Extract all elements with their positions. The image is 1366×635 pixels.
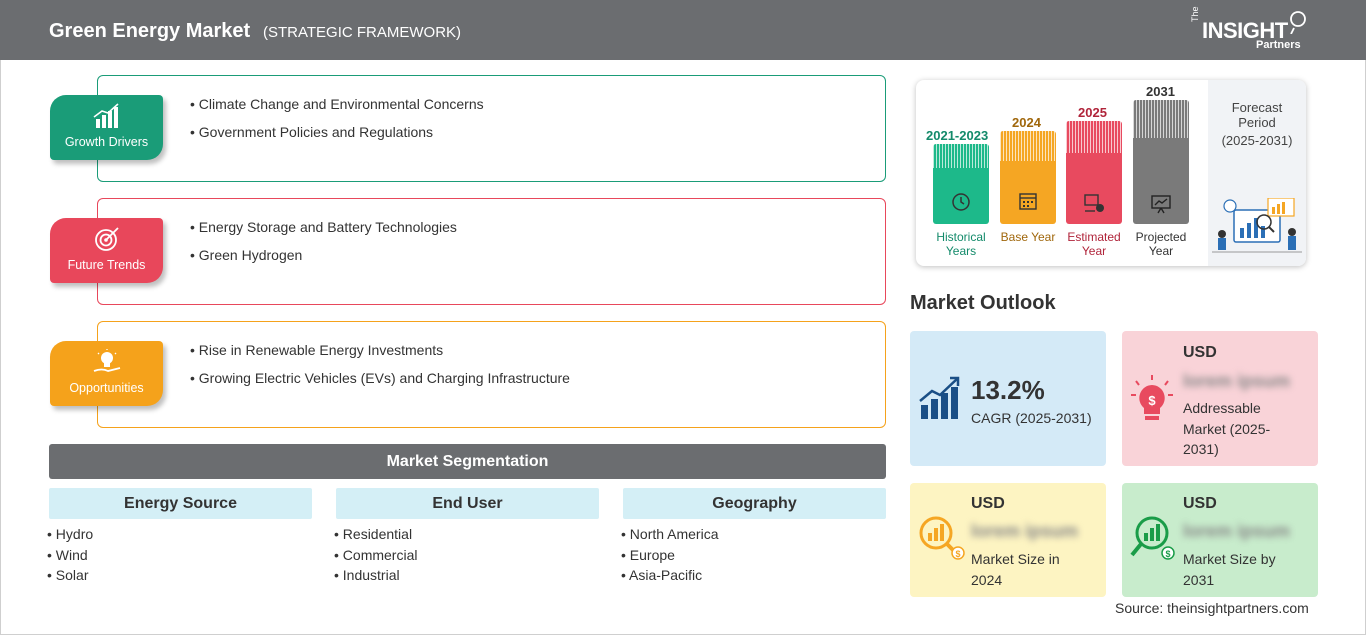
- analytics-illustration-icon: [1212, 198, 1302, 253]
- timeline-caption: Projected Year: [1135, 230, 1187, 258]
- company-logo: The INSIGHT Partners: [1190, 6, 1310, 54]
- cagr-label: CAGR (2025-2031): [971, 410, 1092, 426]
- market-size-2024-card: $ USD lorem ipsum Market Size in 2024: [910, 483, 1106, 597]
- svg-text:$: $: [1165, 549, 1170, 559]
- list-item: • Europe: [621, 546, 675, 563]
- size-2024-label: Market Size in 2024: [971, 551, 1060, 588]
- timeline-year: 2025: [1078, 105, 1107, 120]
- list-item: • Energy Storage and Battery Technologie…: [190, 219, 457, 235]
- history-clock-icon: [952, 193, 970, 211]
- list-item: • Green Hydrogen: [190, 247, 303, 263]
- page-subtitle: (STRATEGIC FRAMEWORK): [263, 24, 462, 41]
- list-item: • Commercial: [334, 546, 418, 563]
- forecast-period-panel: Forecast Period (2025-2031): [1208, 80, 1306, 266]
- logo-the-text: The: [1190, 6, 1200, 22]
- list-item: • Solar: [47, 567, 89, 583]
- presentation-icon: [1151, 195, 1171, 214]
- addressable-label: Addressable Market (2025-2031): [1183, 400, 1271, 457]
- list-item: • Asia-Pacific: [621, 567, 703, 583]
- header-bar: Green Energy Market (STRATEGIC FRAMEWORK…: [0, 0, 1366, 60]
- addressable-value: lorem ipsum: [1183, 371, 1291, 391]
- timeline-bar: [1066, 121, 1122, 224]
- market-size-magnifier-icon: $: [1130, 516, 1175, 560]
- estimate-icon: [1084, 194, 1104, 212]
- timeline-caption: Historical Years: [936, 230, 986, 258]
- list-item: • North America: [621, 526, 719, 542]
- calendar-icon: [1019, 193, 1037, 210]
- future-trends-panel: • Energy Storage and Battery Technologie…: [97, 198, 886, 305]
- lightbulb-dollar-icon: $: [1131, 375, 1173, 420]
- target-icon: [95, 227, 119, 251]
- list-item: • Hydro: [47, 526, 94, 542]
- opportunities-panel: • Rise in Renewable Energy Investments •…: [97, 321, 886, 428]
- size-2024-usd: USD: [971, 495, 1005, 512]
- list-item: • Growing Electric Vehicles (EVs) and Ch…: [190, 370, 570, 386]
- forecast-timeline-card: 2021-2023 Historical Years 2024 Base Yea…: [916, 80, 1306, 266]
- timeline-caption: Base Year: [1000, 230, 1056, 244]
- growth-drivers-badge: Growth Drivers: [50, 95, 163, 160]
- market-size-magnifier-icon: $: [919, 516, 965, 560]
- size-2031-label: Market Size by 2031: [1183, 551, 1276, 588]
- list-item: • Industrial: [334, 567, 400, 583]
- list-item: • Climate Change and Environmental Conce…: [190, 96, 484, 112]
- size-2024-value: lorem ipsum: [971, 521, 1079, 541]
- cagr-card: 13.2% CAGR (2025-2031): [910, 331, 1106, 466]
- future-trends-label: Future Trends: [67, 258, 146, 272]
- size-2031-usd: USD: [1183, 495, 1217, 512]
- svg-text:$: $: [955, 549, 960, 559]
- timeline-year: 2024: [1012, 115, 1041, 130]
- segment-heading-energy-source: Energy Source: [49, 488, 312, 519]
- segment-list-end-user: • Residential • Commercial • Industrial: [334, 526, 417, 588]
- forecast-period-title: Forecast Period: [1231, 100, 1283, 130]
- forecast-period-range: (2025-2031): [1221, 133, 1293, 148]
- logo-bulb-icon: [1290, 11, 1306, 34]
- page-title: Green Energy Market: [49, 20, 251, 42]
- segmentation-title: Market Segmentation: [49, 444, 886, 479]
- market-outlook-title: Market Outlook: [910, 292, 1056, 314]
- segment-heading-geography: Geography: [623, 488, 886, 519]
- growth-drivers-panel: • Climate Change and Environmental Conce…: [97, 75, 886, 182]
- timeline-bar: [1000, 131, 1056, 224]
- opportunities-label: Opportunities: [69, 381, 144, 395]
- list-item: • Government Policies and Regulations: [190, 124, 434, 140]
- lightbulb-hand-icon: [93, 349, 121, 372]
- addressable-usd: USD: [1183, 344, 1217, 361]
- opportunities-badge: Opportunities: [50, 341, 163, 406]
- logo-insight-text: INSIGHT: [1202, 18, 1288, 43]
- growth-drivers-label: Growth Drivers: [64, 135, 149, 149]
- logo-partners-text: Partners: [1256, 39, 1301, 51]
- market-size-2031-card: $ USD lorem ipsum Market Size by 2031: [1122, 483, 1318, 597]
- segment-list-geography: • North America • Europe • Asia-Pacific: [621, 526, 719, 588]
- timeline-bar: [933, 144, 989, 224]
- timeline-caption: Estimated Year: [1067, 230, 1121, 258]
- future-trends-badge: Future Trends: [50, 218, 163, 283]
- list-item: • Wind: [47, 546, 88, 563]
- timeline-bar: [1133, 100, 1189, 224]
- segment-list-energy-source: • Hydro • Wind • Solar: [47, 526, 93, 588]
- addressable-market-card: $ USD lorem ipsum Addressable Market (20…: [1122, 331, 1318, 466]
- cagr-value: 13.2%: [971, 375, 1045, 405]
- timeline-year: 2031: [1146, 84, 1175, 99]
- size-2031-value: lorem ipsum: [1183, 521, 1291, 541]
- timeline-year: 2021-2023: [926, 128, 989, 143]
- list-item: • Residential: [334, 526, 413, 542]
- svg-text:$: $: [1148, 393, 1156, 408]
- growth-chart-icon: [93, 103, 119, 128]
- source-credit: Source: theinsightpartners.com: [1115, 600, 1309, 616]
- segment-heading-end-user: End User: [336, 488, 599, 519]
- list-item: • Rise in Renewable Energy Investments: [190, 342, 444, 358]
- growth-chart-icon: [919, 376, 960, 419]
